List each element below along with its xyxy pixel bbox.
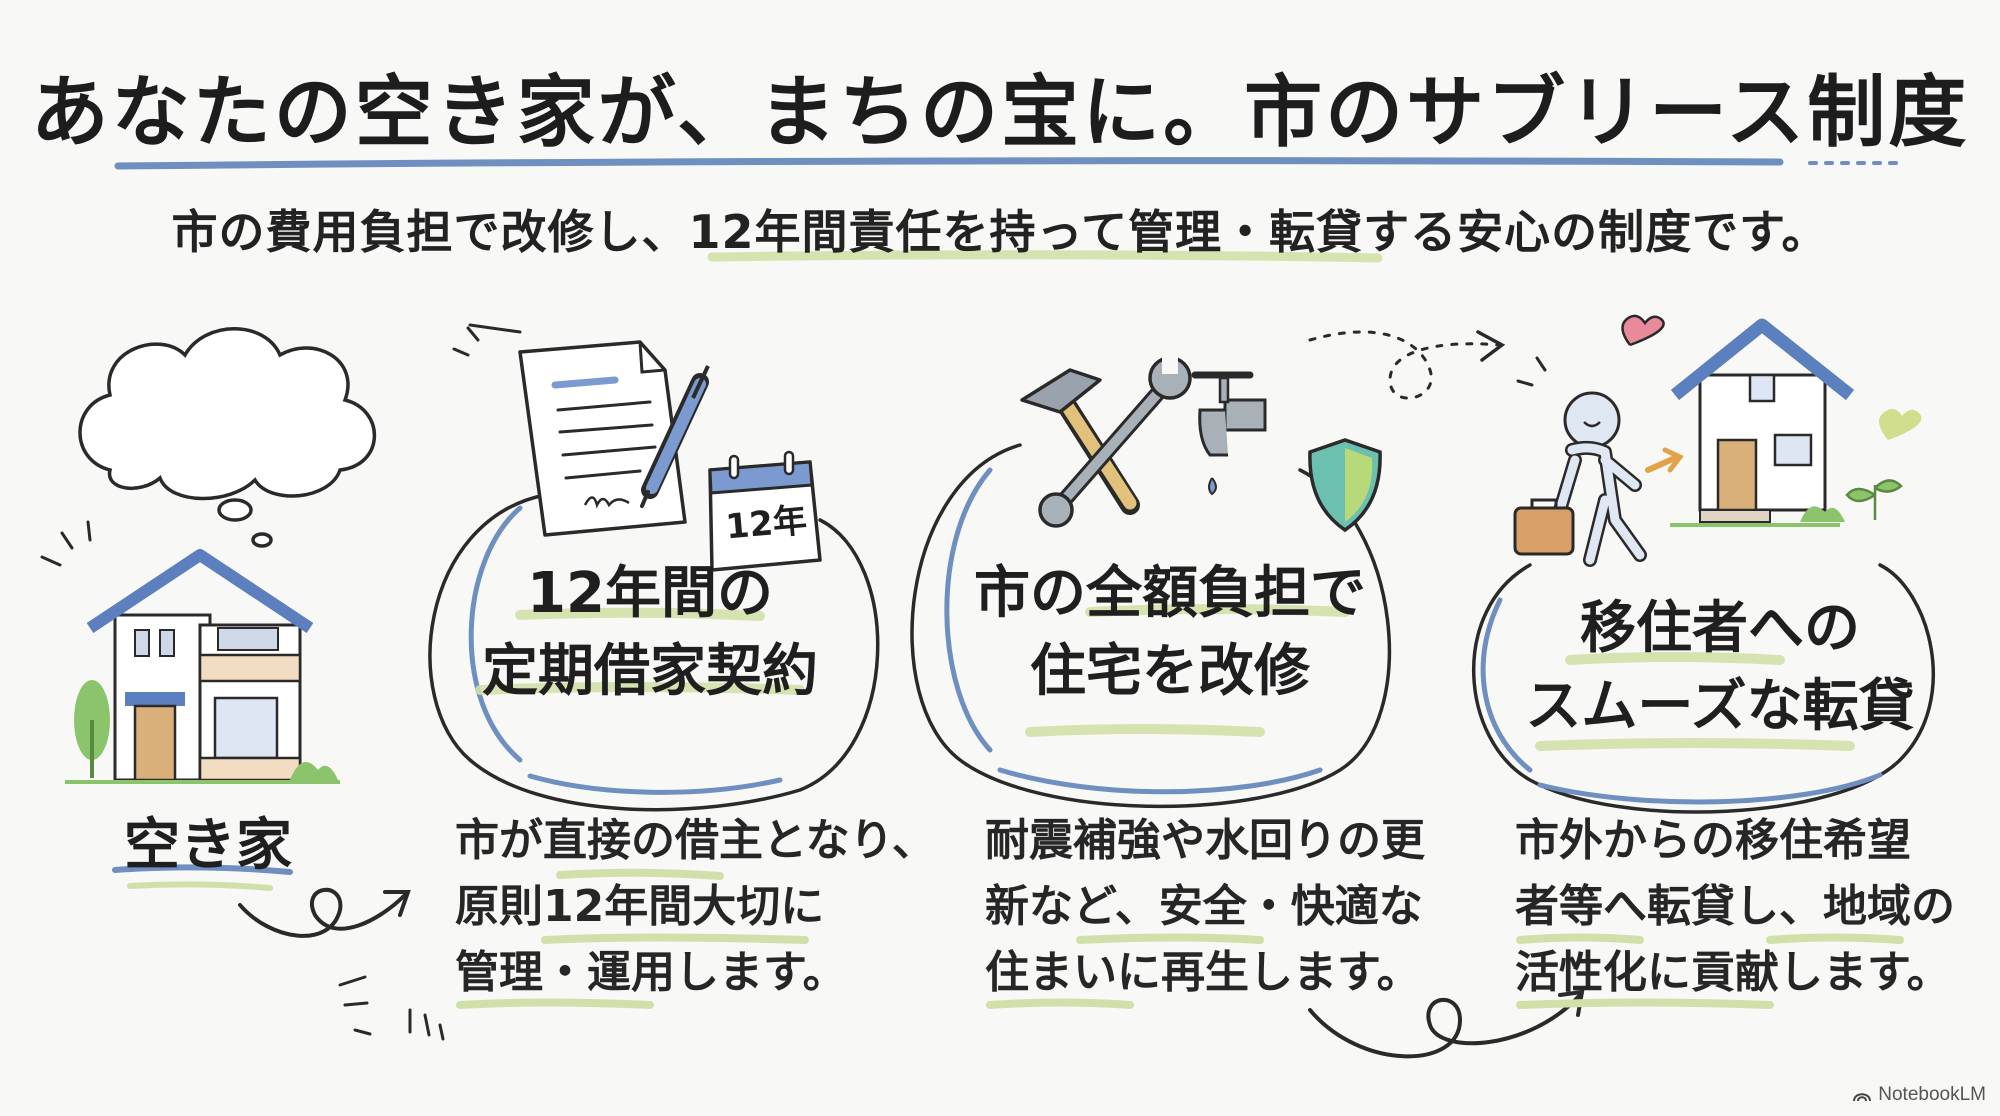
suitcase-icon [1513, 498, 1575, 556]
brand-label: NotebookLM [1878, 1084, 1986, 1105]
step2-circle [910, 443, 1392, 809]
subtitle-highlight [707, 250, 1383, 263]
step2-desc-line: 耐震補強や水回りの更 [985, 815, 1425, 866]
notebooklm-badge: NotebookLM [1852, 1084, 1986, 1106]
flow-arrow-1 [238, 887, 411, 938]
step1-heading-line: 12年間の [527, 561, 773, 626]
step2-desc-line: 住まいに再生します。 [985, 947, 1421, 998]
step2-heading-line: 市の全額負担で [974, 561, 1366, 626]
step3-circle [1472, 563, 1935, 814]
step3-heading: 移住者への スムーズな転貸 [1510, 590, 1930, 746]
step1-desc-line: 管理・運用します。 [455, 947, 847, 998]
mover-person-icon [1516, 356, 1647, 567]
step2-desc-line: 新など、安全・快適な [985, 881, 1423, 932]
step3-desc-line: 活性化に貢献します。 [1515, 947, 1951, 998]
step3-heading-line: スムーズな転貸 [1525, 674, 1915, 739]
step3-description: 市外からの移住希望 者等へ転貸し、地域の 活性化に貢献します。 [1515, 808, 1955, 1006]
thought-cloud-icon [78, 327, 377, 548]
step2-heading-line: 住宅を改修 [1030, 639, 1310, 704]
step1-desc-line: 原則12年間大切に [455, 881, 825, 932]
shield-icon [1308, 438, 1382, 533]
contract-document-icon [452, 323, 687, 537]
step1-heading: 12年間の 定期借家契約 [450, 555, 850, 711]
calendar-label: 12年 [724, 500, 809, 548]
step3-desc-line: 者等へ転貸し、地域の [1515, 881, 1955, 932]
title-underline [114, 157, 1784, 170]
page-title: あなたの空き家が、まちの宝に。市のサブリース制度 [30, 68, 1970, 158]
step2-description: 耐震補強や水回りの更 新など、安全・快適な 住まいに再生します。 [985, 808, 1425, 1006]
step1-desc-line: 市が直接の借主となり、 [455, 815, 936, 866]
step3-heading-line: 移住者への [1580, 596, 1860, 661]
flow-arrow-2 [1308, 989, 1585, 1059]
vacant-house-icon [40, 520, 340, 784]
calendar-icon [708, 450, 822, 572]
faucet-icon [1191, 371, 1267, 496]
step1-description: 市が直接の借主となり、 原則12年間大切に 管理・運用します。 [455, 808, 936, 1006]
step3-desc-line: 市外からの移住希望 [1515, 815, 1911, 866]
new-house-icon [1621, 314, 1922, 527]
notebooklm-logo-icon [1853, 1093, 1872, 1102]
step2-heading: 市の全額負担で 住宅を改修 [960, 555, 1380, 711]
pen-icon [640, 365, 710, 508]
page-subtitle: 市の費用負担で改修し、12年間責任を持って管理・転貸する安心の制度です。 [171, 205, 1829, 259]
step1-circle [428, 493, 880, 812]
step1-heading-line: 定期借家契約 [482, 639, 818, 704]
hammer-wrench-icon [1020, 356, 1192, 528]
vacant-house-label: 空き家 [124, 813, 292, 878]
